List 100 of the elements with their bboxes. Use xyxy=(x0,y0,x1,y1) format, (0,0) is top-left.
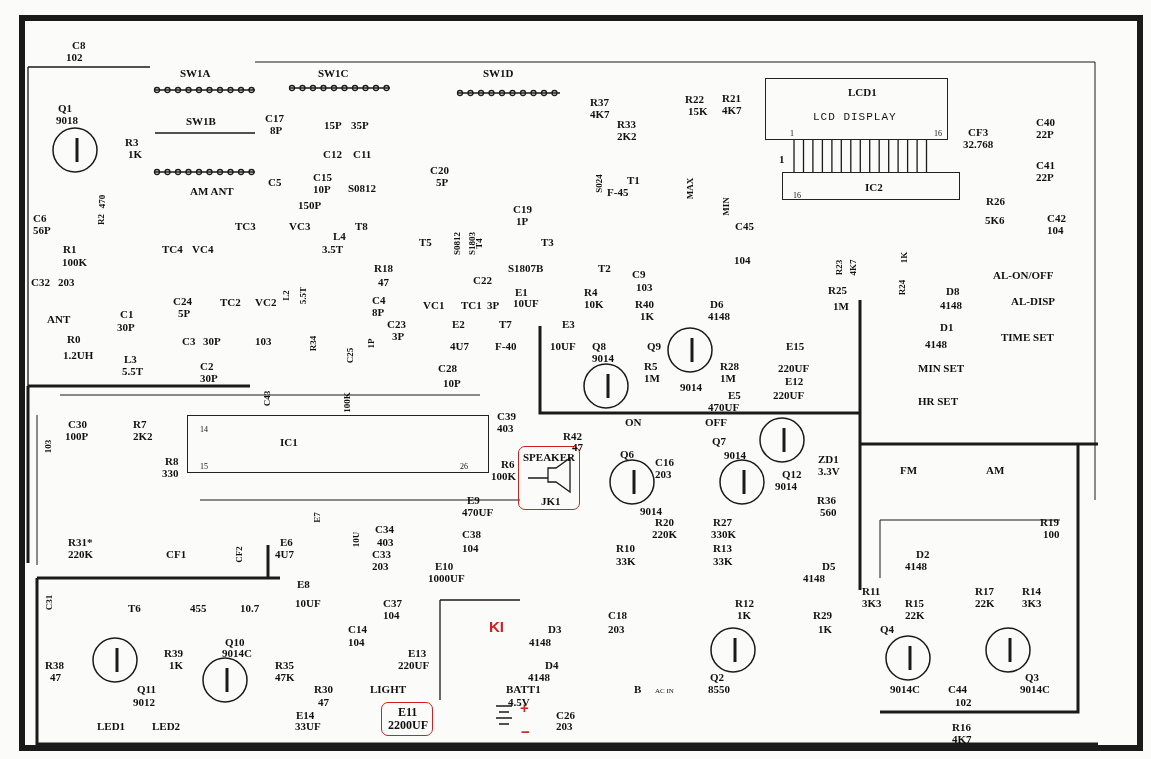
component-label: C3 xyxy=(182,336,196,347)
component-label: 1P xyxy=(365,338,377,349)
pin-number: 14 xyxy=(200,424,208,435)
component-label: 1K xyxy=(169,660,184,671)
component-label: T2 xyxy=(598,263,611,274)
component-label: E13 xyxy=(408,648,427,659)
component-label: 3.5T xyxy=(322,244,344,255)
component-label: AM xyxy=(986,465,1005,476)
component-label: 203 xyxy=(655,469,672,480)
component-label: C24 xyxy=(173,296,192,307)
component-label: TC1 xyxy=(461,300,482,311)
pin-number: 16 xyxy=(793,190,801,201)
component-label: C42 xyxy=(1047,213,1066,224)
component-label: R6 xyxy=(501,459,515,470)
component-label: 2K2 xyxy=(133,431,153,442)
component-label: 1K xyxy=(737,610,752,621)
component-label: 1M xyxy=(833,301,849,312)
component-label: E7 xyxy=(311,512,323,523)
component-label: 22P xyxy=(1036,129,1054,140)
component-label: C17 xyxy=(265,113,284,124)
component-label: E6 xyxy=(280,537,293,548)
component-label: 9014 xyxy=(592,353,614,364)
component-label: R29 xyxy=(813,610,832,621)
component-label: 470UF xyxy=(462,507,494,518)
component-label: Q11 xyxy=(137,684,156,695)
component-label: AL-DISP xyxy=(1011,296,1055,307)
component-label: 403 xyxy=(497,423,514,434)
component-label: R11 xyxy=(862,586,881,597)
component-label: VC2 xyxy=(255,297,277,308)
component-label: D5 xyxy=(822,561,836,572)
component-label: C38 xyxy=(462,529,481,540)
component-label: E14 xyxy=(296,710,315,721)
component-label: MIN xyxy=(720,197,732,216)
component-label: 203 xyxy=(608,624,625,635)
pin-number: 15 xyxy=(200,461,208,472)
component-label: 4148 xyxy=(925,339,947,350)
part-label: SPEAKER xyxy=(523,452,575,463)
component-label: C2 xyxy=(200,361,214,372)
component-label: Q10 xyxy=(225,637,245,648)
component-label: ANT xyxy=(47,314,71,325)
component-label: F-40 xyxy=(495,341,517,352)
component-label: R10 xyxy=(616,543,635,554)
component-label: S1807B xyxy=(508,263,544,274)
component-label: 3P xyxy=(487,300,500,311)
component-label: C39 xyxy=(497,411,516,422)
component-label: 15K xyxy=(688,106,708,117)
component-label: 8P xyxy=(270,125,283,136)
component-label: 22K xyxy=(975,598,995,609)
part-value: JK1 xyxy=(541,496,561,507)
component-label: B xyxy=(634,684,642,695)
component-label: R2 xyxy=(96,214,107,225)
component-label: 10P xyxy=(313,184,331,195)
component-label: 103 xyxy=(43,439,55,454)
component-label: 10K xyxy=(584,299,604,310)
component-label: C43 xyxy=(262,390,274,407)
component-label: VC3 xyxy=(289,221,311,232)
component-label: C41 xyxy=(1036,160,1055,171)
component-label: 22K xyxy=(905,610,925,621)
component-label: MAX xyxy=(685,177,697,200)
component-label: E10 xyxy=(435,561,454,572)
component-label: 3.3V xyxy=(818,466,840,477)
component-label: 5P xyxy=(178,308,191,319)
component-label: C4 xyxy=(372,295,386,306)
component-label: TC4 xyxy=(162,244,183,255)
component-label: 47 xyxy=(378,277,389,288)
component-label: L2 xyxy=(280,290,292,301)
component-label: 220K xyxy=(652,529,678,540)
component-label: R23 xyxy=(834,259,846,276)
component-label: R38 xyxy=(45,660,64,671)
component-label: T5 xyxy=(419,237,432,248)
part-label: E11 xyxy=(398,707,418,718)
component-label: 1 xyxy=(779,154,785,165)
component-label: 4U7 xyxy=(450,341,469,352)
component-label: C16 xyxy=(655,457,674,468)
component-label: R3 xyxy=(125,137,139,148)
component-label: E1 xyxy=(515,287,528,298)
component-label: R7 xyxy=(133,419,147,430)
component-label: FM xyxy=(900,465,918,476)
component-label: T6 xyxy=(128,603,141,614)
component-label: MIN SET xyxy=(918,363,965,374)
component-label: 56P xyxy=(33,225,51,236)
component-label: SW1D xyxy=(483,68,514,79)
component-label: C23 xyxy=(387,319,406,330)
component-label: D6 xyxy=(710,299,724,310)
component-label: ZD1 xyxy=(818,454,839,465)
part-label: IC1 xyxy=(280,437,298,448)
component-label: 32.768 xyxy=(963,139,994,150)
component-label: C32 xyxy=(31,277,50,288)
component-label: E8 xyxy=(297,579,310,590)
component-label: 104 xyxy=(383,610,400,621)
component-label: LED1 xyxy=(97,721,126,732)
component-label: C11 xyxy=(353,149,372,160)
component-label: TIME SET xyxy=(1001,332,1054,343)
highlight-frame xyxy=(381,702,433,736)
component-label: 1K xyxy=(818,624,833,635)
component-label: 9014C xyxy=(222,648,252,659)
component-label: 1M xyxy=(720,373,736,384)
component-label: 10.7 xyxy=(240,603,260,614)
component-label: R31* xyxy=(68,537,93,548)
component-label: 220UF xyxy=(773,390,805,401)
